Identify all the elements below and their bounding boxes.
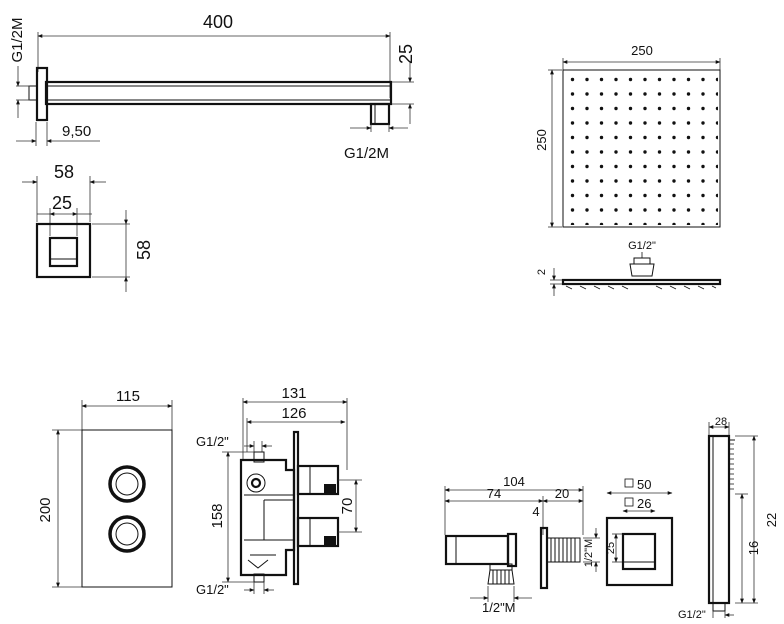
arm-tube (44, 80, 393, 106)
wall-flange-drawing: 58 25 58 (22, 162, 154, 292)
outlet-thread (547, 537, 581, 563)
lower-handle-icon (108, 515, 146, 553)
outlet-inner-height-label: 25 (605, 542, 617, 554)
outlet-wall-label: 4 (532, 504, 539, 519)
nozzle-grid (566, 73, 718, 225)
arm-wall-thread (28, 85, 38, 101)
shower-head-drawing: 250 250 G1/2" 2 (534, 43, 722, 296)
outlet-thread-side-label: 1/2"M (583, 539, 595, 567)
flange-inner-label: 25 (52, 193, 72, 213)
head-thickness-label: 2 (536, 269, 548, 275)
outlet-body (444, 534, 510, 566)
head-thread-label: G1/2" (628, 240, 656, 252)
arm-thread-left-label: G1/2M (9, 17, 26, 62)
flange-height-label: 58 (134, 240, 154, 260)
hand-width-label: 28 (715, 416, 727, 428)
outlet-thread-bottom-label: 1/2"M (482, 600, 516, 615)
outlet-collar (506, 532, 518, 568)
outlet-front-inner (621, 532, 657, 571)
hand-shower-drawing: 28 22 16 G1/2" (678, 416, 779, 621)
outlet-front-square (605, 516, 674, 587)
arm-offset-label: 9,50 (62, 123, 91, 140)
valve-body (239, 458, 296, 577)
lower-cartridge-cap (324, 536, 336, 546)
square-symbol-icon (624, 497, 634, 507)
valve-plate-drawing: 115 200 (37, 388, 173, 588)
hand-shower-nozzles (730, 443, 734, 490)
hand-thread-label: G1/2" (678, 609, 706, 621)
head-width-label: 250 (631, 43, 653, 58)
outlet-part-b-label: 20 (555, 486, 569, 501)
body-depth-inner-label: 126 (281, 405, 306, 422)
outlet-square-inner-label: 26 (637, 496, 651, 511)
flange-outer-label: 58 (54, 162, 74, 182)
flange-square (35, 222, 92, 279)
body-thread-bottom-label: G1/2" (196, 582, 229, 597)
plate-face (81, 429, 173, 588)
body-port-circle (246, 473, 266, 493)
square-symbol-icon (624, 478, 634, 488)
body-thread-top-label: G1/2" (196, 434, 229, 449)
head-profile (561, 278, 722, 286)
arm-thread-bottom-label: G1/2M (344, 145, 389, 162)
body-outlet-chevron (247, 559, 269, 569)
outlet-square-outer-label: 50 (637, 477, 651, 492)
arm-height-label: 25 (396, 44, 416, 64)
lower-handle-inner (115, 522, 139, 546)
body-depth-total-label: 131 (281, 385, 306, 402)
upper-cartridge-cap (324, 484, 336, 494)
plate-height-label: 200 (37, 497, 54, 522)
body-port-center (250, 477, 262, 489)
body-spacing-label: 70 (339, 498, 356, 515)
shower-arm-drawing: 400 25 G1/2M 9,50 G1/2M (9, 12, 416, 162)
outlet-length-label: 104 (503, 474, 525, 489)
head-ball-joint (629, 263, 655, 277)
valve-body-drawing: 131 126 G1/2" 158 (196, 385, 362, 597)
flange-inner-square (48, 236, 79, 268)
head-nozzle-row (565, 285, 717, 290)
hand-grip-label: 16 (746, 541, 761, 555)
head-height-label: 250 (534, 129, 549, 151)
outlet-nipple-thread (487, 569, 515, 585)
upper-handle-icon (108, 465, 146, 503)
outlet-wall-plate (539, 526, 549, 590)
hand-shower-connector (712, 602, 726, 612)
arm-length-label: 400 (203, 12, 233, 32)
hand-length-label: 22 (764, 513, 779, 527)
arm-outlet (369, 102, 391, 126)
body-inlet-bottom (253, 573, 265, 583)
hand-shower-body (707, 434, 731, 605)
wall-outlet-drawing: 104 74 20 4 1/2"M 1/2"M 50 26 (444, 474, 674, 615)
head-connector (633, 257, 651, 265)
upper-handle-inner (115, 472, 139, 496)
body-height-label: 158 (209, 503, 226, 528)
outlet-part-a-label: 74 (487, 486, 501, 501)
plate-width-label: 115 (116, 388, 140, 405)
body-inlet-top (253, 451, 265, 463)
head-face (562, 69, 721, 228)
